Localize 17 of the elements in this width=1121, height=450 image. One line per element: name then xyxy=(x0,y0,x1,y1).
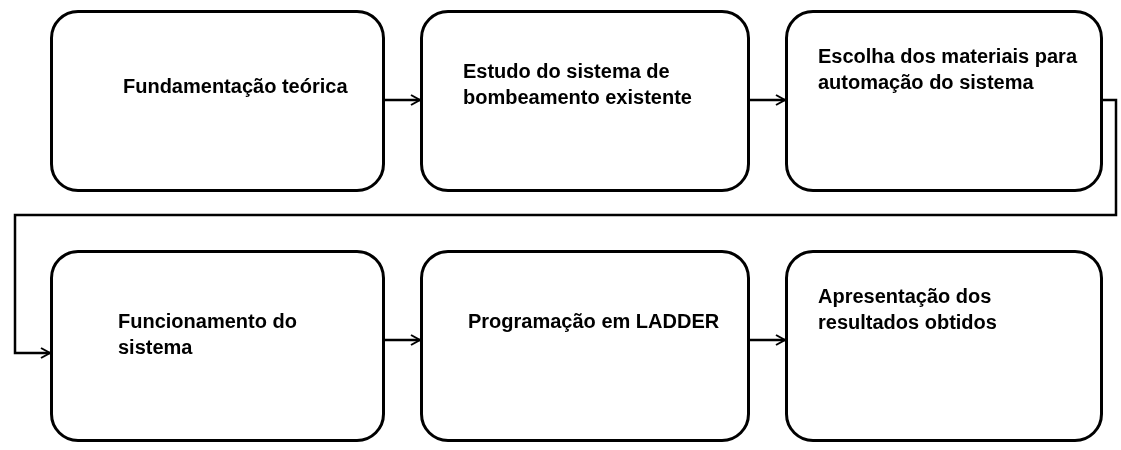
step-label: Programação em LADDER xyxy=(468,309,721,334)
step-label: Funcionamento do sistema xyxy=(118,309,298,360)
arrow xyxy=(13,98,1118,359)
step-label: Apresentação dos resultados obtidos xyxy=(818,284,998,335)
process-box xyxy=(785,250,1103,442)
step-label: Fundamentação teórica xyxy=(123,74,349,99)
step-label: Estudo do sistema de bombeamento existente xyxy=(463,59,693,110)
process-box xyxy=(785,10,1103,192)
process-box xyxy=(50,10,385,192)
process-box xyxy=(420,10,750,192)
arrow xyxy=(385,94,421,106)
process-box xyxy=(420,250,750,442)
step-label: Escolha dos materiais para automação do sistema xyxy=(818,44,1079,95)
process-box xyxy=(50,250,385,442)
arrow xyxy=(750,334,786,346)
arrow xyxy=(385,334,421,346)
arrow xyxy=(750,94,786,106)
